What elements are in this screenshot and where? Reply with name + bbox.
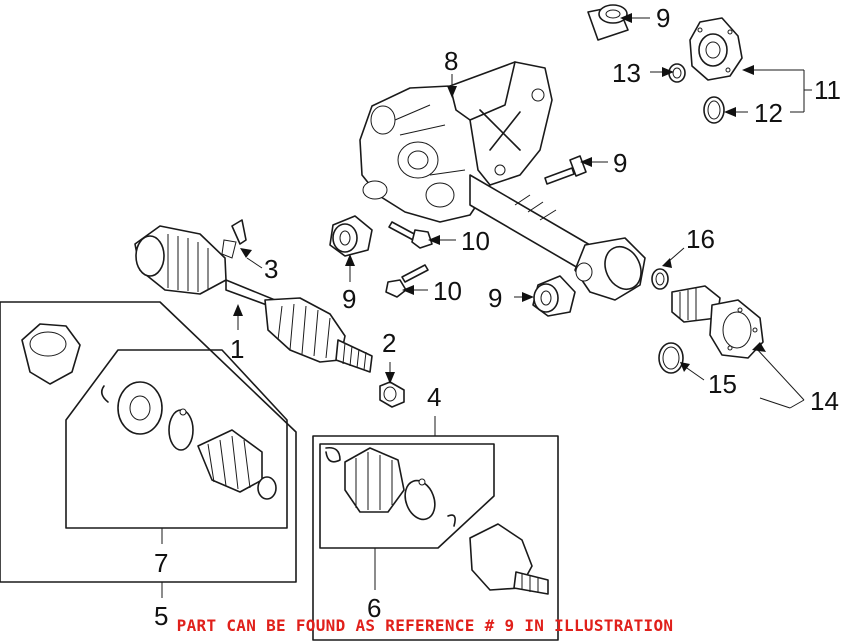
differential-housing[interactable] [359, 61, 553, 223]
callout-2: 2 [382, 328, 396, 358]
callout-9-bolt: 9 [613, 148, 627, 178]
seal-15[interactable] [658, 342, 684, 374]
nut-13[interactable] [668, 63, 686, 83]
seal-12[interactable] [703, 96, 725, 124]
kit-box-5 [0, 301, 297, 583]
callout-10-lower: 10 [433, 276, 462, 306]
ring-16[interactable] [651, 268, 669, 290]
callout-5: 5 [154, 601, 168, 631]
outer-boot-part[interactable] [21, 323, 81, 385]
reference-caption: PART CAN BE FOUND AS REFERENCE # 9 IN IL… [176, 616, 674, 635]
axle-tube [469, 174, 646, 301]
callout-15: 15 [708, 369, 737, 399]
clip-3[interactable] [221, 219, 247, 259]
bolt-10-lower[interactable] [385, 264, 429, 298]
bolt-9[interactable] [544, 155, 587, 185]
callout-8: 8 [444, 46, 458, 76]
callout-12: 12 [754, 98, 783, 128]
callout-14: 14 [810, 386, 839, 416]
callout-1: 1 [230, 334, 244, 364]
callout-9-mount-right: 9 [488, 283, 502, 313]
mount-bushing-left[interactable] [329, 215, 373, 257]
bolt-10-upper[interactable] [388, 221, 433, 249]
callout-9-top: 9 [656, 3, 670, 33]
callout-6: 6 [367, 593, 381, 623]
mount-bushing-top[interactable] [587, 4, 629, 41]
callout-9-mount-left: 9 [342, 284, 356, 314]
callout-4: 4 [427, 382, 441, 412]
boot-kit-parts[interactable] [325, 446, 549, 595]
callout-13: 13 [612, 58, 641, 88]
kit-box-7 [65, 349, 288, 529]
callout-7: 7 [154, 548, 168, 578]
callout-11: 11 [814, 75, 841, 105]
axle-shaft-assembly-1[interactable] [134, 225, 373, 373]
kit-box-6 [319, 443, 495, 549]
stub-shaft-flange-14[interactable] [671, 285, 764, 359]
leader-lines [161, 13, 812, 598]
callout-16: 16 [686, 224, 715, 254]
callout-3: 3 [264, 254, 278, 284]
axle-nut-2[interactable] [379, 381, 405, 408]
output-flange-11[interactable] [689, 17, 743, 81]
callout-10-upper: 10 [461, 226, 490, 256]
inner-boot-kit-parts[interactable] [100, 381, 277, 500]
mount-bushing-right[interactable] [532, 275, 576, 317]
